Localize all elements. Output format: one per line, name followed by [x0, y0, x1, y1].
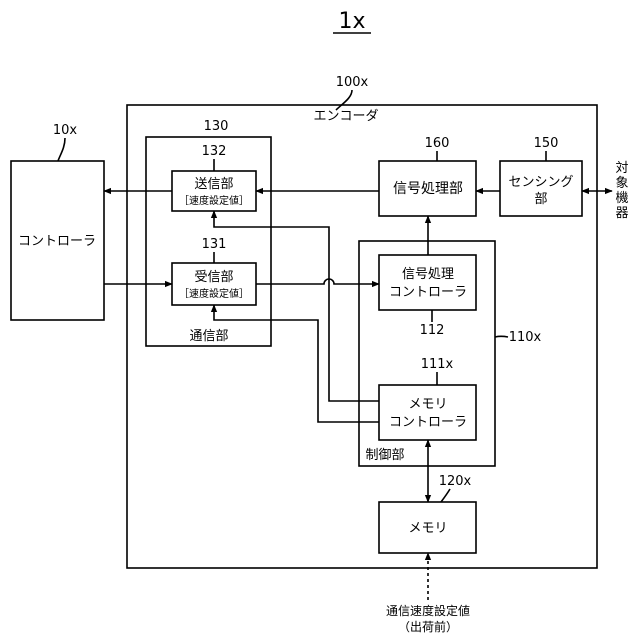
signal-controller-box: [379, 255, 476, 310]
sensing-ref: 150: [534, 136, 559, 151]
control-unit-name: 制御部: [365, 448, 404, 463]
control-unit-ref: 110x: [509, 330, 542, 345]
target-char-2: 象: [615, 176, 628, 191]
sensing-label-1: センシング: [508, 175, 573, 190]
transmitter-label: 送信部: [194, 177, 233, 192]
controller-label: コントローラ: [18, 234, 96, 249]
target-char-4: 器: [615, 206, 628, 221]
controller-leader: [58, 138, 65, 161]
memory-controller-box: [379, 385, 476, 440]
memory-controller-ref: 111x: [421, 357, 454, 372]
receiver-ref: 131: [202, 237, 227, 252]
controller-ref: 10x: [53, 123, 78, 138]
receiver-label: 受信部: [194, 270, 233, 285]
memory-controller-label-2: コントローラ: [389, 415, 467, 430]
bottom-note-line1: 通信速度設定値: [386, 603, 470, 618]
bottom-note-line2: （出荷前）: [398, 619, 458, 634]
comm-unit-name: 通信部: [189, 329, 228, 344]
memory-ref: 120x: [439, 474, 472, 489]
receiver-sublabel: ［速度設定値］: [179, 287, 249, 300]
comm-unit-ref: 130: [204, 119, 229, 134]
signal-processing-ref: 160: [425, 136, 450, 151]
sensing-label-2: 部: [534, 192, 547, 207]
memory-label: メモリ: [408, 521, 447, 536]
encoder-ref: 100x: [336, 75, 369, 90]
control-unit-leader: [495, 336, 508, 337]
signal-processing-label: 信号処理部: [393, 181, 463, 197]
signal-controller-label-1: 信号処理: [402, 267, 454, 282]
signal-controller-ref: 112: [420, 323, 445, 338]
figure-label: 1x: [338, 9, 365, 34]
signal-controller-label-2: コントローラ: [389, 285, 467, 300]
transmitter-ref: 132: [202, 144, 227, 159]
target-char-1: 対: [615, 161, 628, 176]
target-char-3: 機: [615, 191, 628, 206]
memory-controller-label-1: メモリ: [408, 397, 447, 412]
transmitter-sublabel: ［速度設定値］: [179, 194, 249, 207]
encoder-name: エンコーダ: [313, 109, 378, 124]
